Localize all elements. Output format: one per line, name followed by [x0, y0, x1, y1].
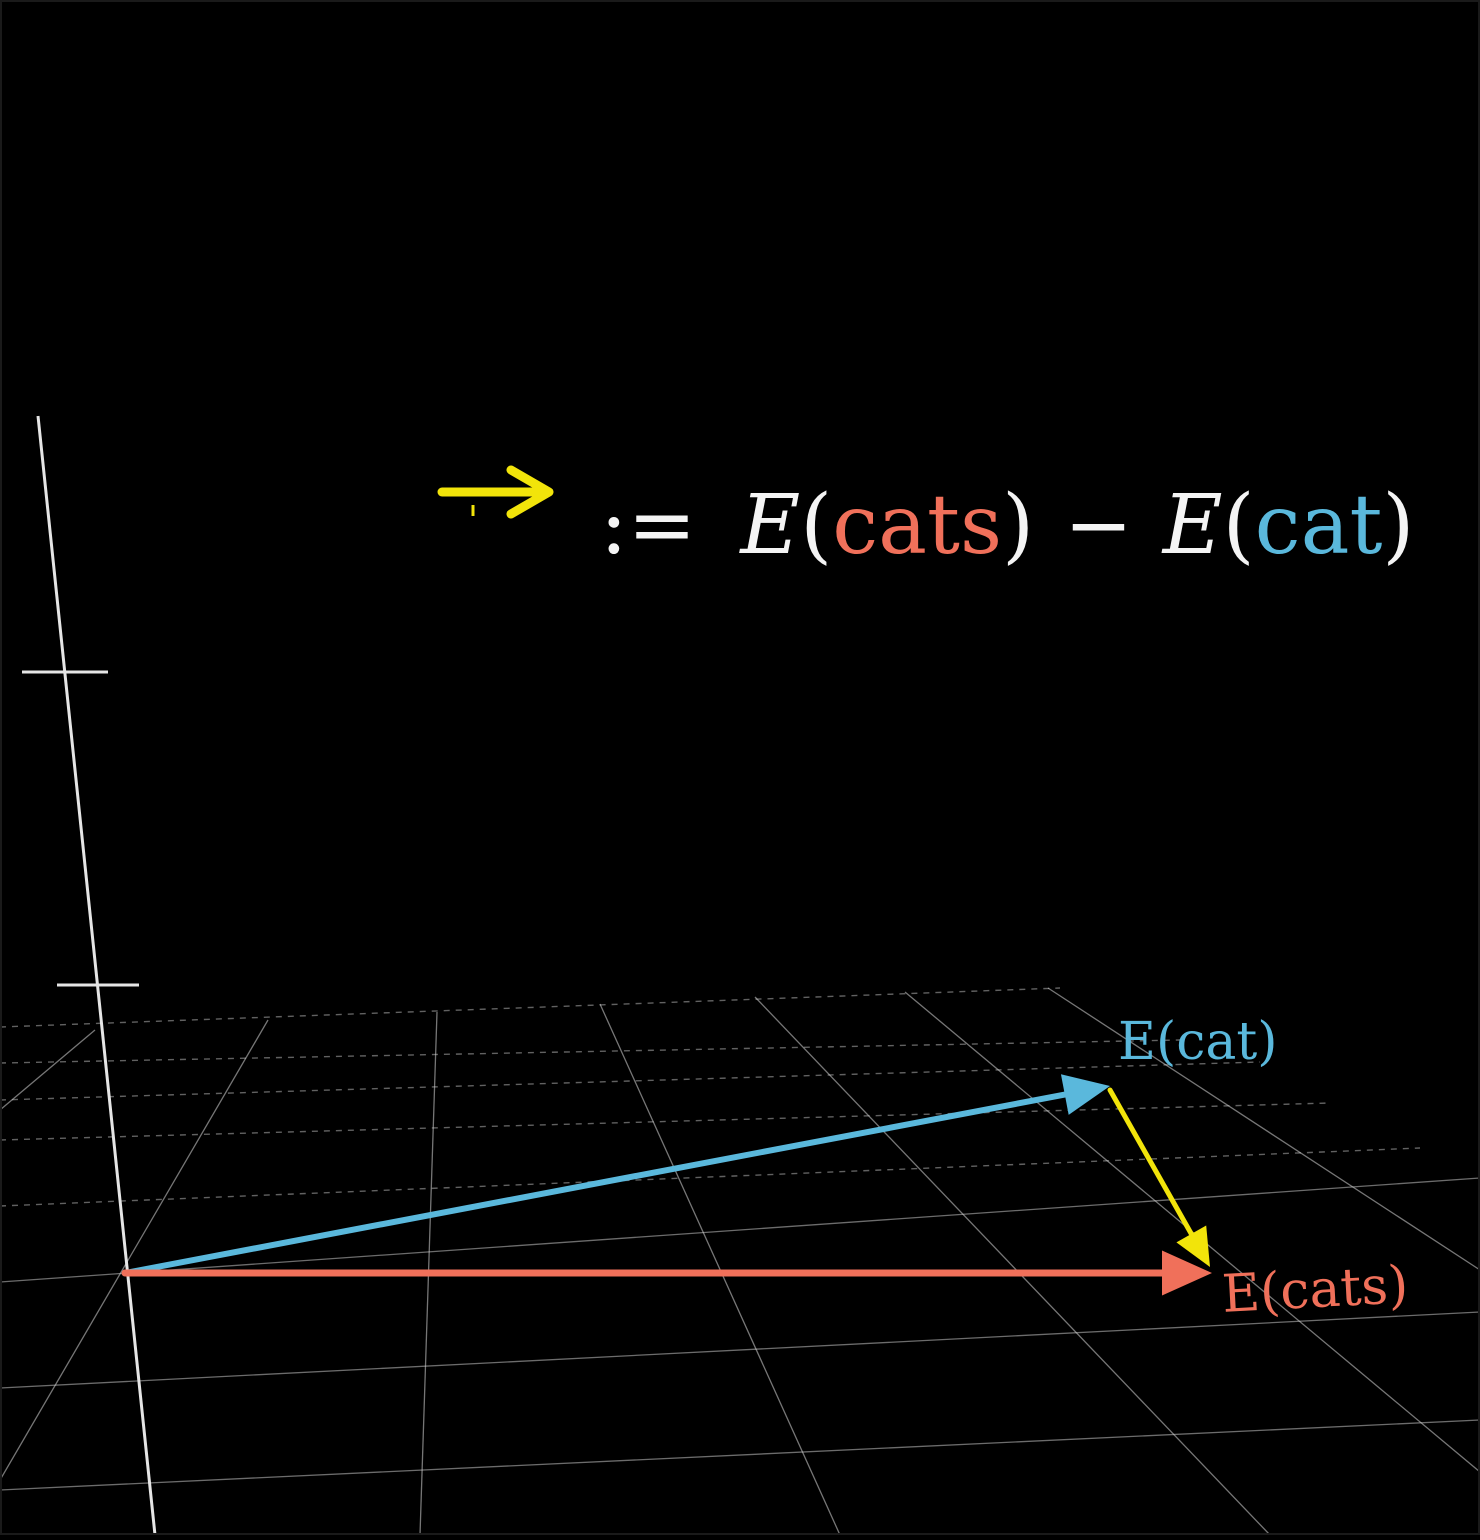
- yellow-right-arrow-icon: [506, 465, 554, 519]
- vertical-axis: [22, 415, 157, 1536]
- difference-definition-equation: := E ( cats ) − E ( cat ): [600, 478, 1414, 588]
- grid-line-far-1: [0, 1039, 1181, 1064]
- grid-line-depth-0: [0, 1019, 269, 1481]
- z-axis-line: [36, 415, 157, 1536]
- difference-vector-symbol: [437, 465, 554, 519]
- word-cat: cat: [1254, 478, 1383, 573]
- label-e-cat: E(cat): [1118, 1012, 1278, 1072]
- grid-line-far-4: [0, 1147, 1421, 1207]
- open-paren-2: (: [1222, 478, 1255, 573]
- close-paren-1: ): [1002, 478, 1035, 573]
- open-paren-1: (: [800, 478, 833, 573]
- vector-e-cats: [121, 1250, 1212, 1296]
- grid-line-depth-5: [1047, 987, 1480, 1271]
- grid-line-depth-3: [754, 996, 1271, 1536]
- close-paren-2: ): [1382, 478, 1415, 573]
- vector-difference: [1107, 1087, 1210, 1267]
- grid-line-near-2: [0, 1419, 1480, 1491]
- assign-operator: :=: [600, 478, 697, 573]
- label-e-cats: E(cats): [1220, 1255, 1410, 1325]
- word-cats: cats: [832, 478, 1003, 573]
- embedding-function-2: E: [1162, 478, 1223, 573]
- vector-e-cat: [122, 1074, 1110, 1276]
- grid-line-near-0: [0, 1177, 1480, 1283]
- embedding-function-1: E: [740, 478, 801, 573]
- minus-operator: −: [1064, 478, 1133, 573]
- vectors: [121, 1074, 1212, 1296]
- grid-line-depth-6: [0, 1029, 96, 1111]
- grid-line-far-0: [0, 987, 1061, 1028]
- grid-line-near-1: [0, 1311, 1480, 1389]
- grid-line-far-3: [0, 1102, 1331, 1141]
